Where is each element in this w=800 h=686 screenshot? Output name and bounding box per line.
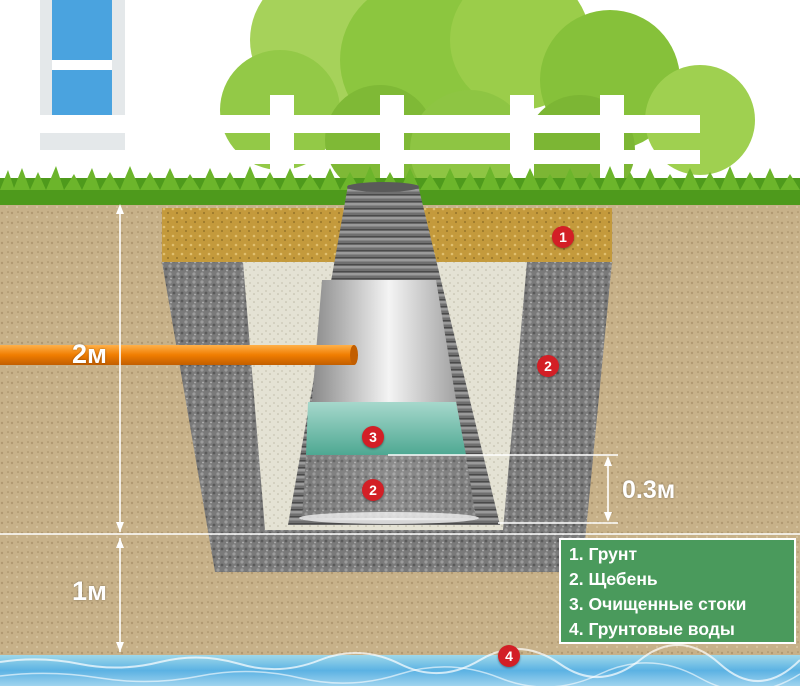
legend-item-groundwater: 4. Грунтовые воды [569,619,735,639]
dimension-lines [0,204,800,652]
marker-groundwater: 4 [498,645,520,667]
foliage [220,0,755,210]
treated-effluent [306,402,466,455]
marker-gravel-outer: 2 [537,355,559,377]
background-surface [0,0,800,210]
marker-soil: 1 [552,226,574,248]
marker-gravel-inner: 2 [362,479,384,501]
legend: 1. Грунт 2. Щебень 3. Очищенные стоки 4.… [559,538,796,644]
well-top [347,182,419,192]
marker-treated-effluent: 3 [362,426,384,448]
drainage-well [288,182,500,525]
fence [30,95,700,185]
well-gravel [302,455,476,518]
legend-item-soil: 1. Грунт [569,544,638,564]
groundwater [0,644,800,686]
inlet-pipe [0,345,358,365]
depth-label-2m: 2м [72,339,107,369]
legend-item-gravel: 2. Щебень [569,569,658,589]
legend-item-treated-effluent: 3. Очищенные стоки [569,594,747,614]
gravel-depth-label: 0.3м [622,476,676,504]
well-bottom [299,512,479,524]
house-window [40,0,125,160]
gravel-bottom [265,530,503,545]
depth-label-1m: 1м [72,576,107,606]
